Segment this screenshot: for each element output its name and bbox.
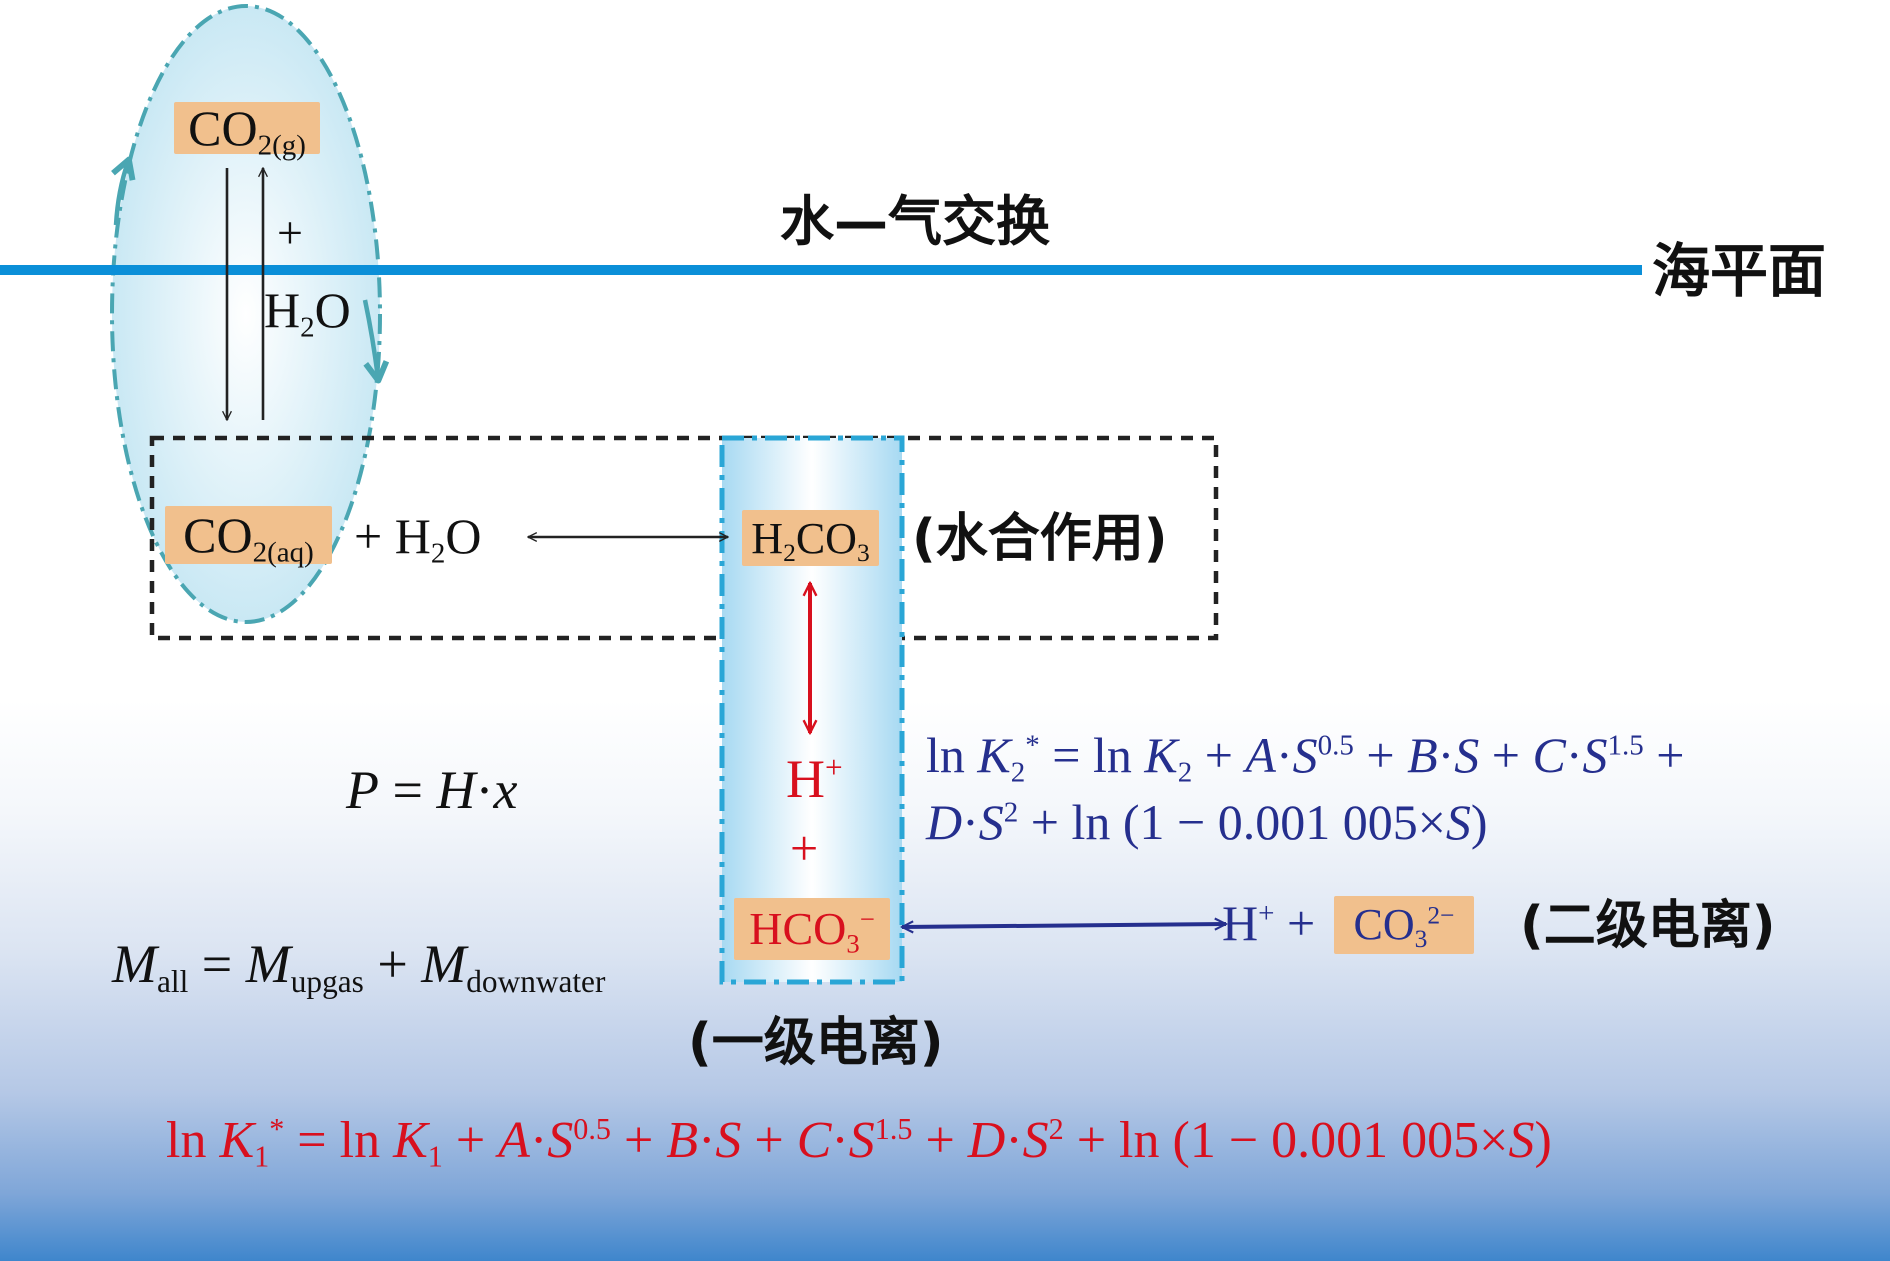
hydration-label: (水合作用) <box>912 509 1168 569</box>
double-arrow-icon <box>902 924 1226 927</box>
h2o-label-top: H2O <box>264 282 351 344</box>
sea-level-label-bg <box>1645 235 1850 305</box>
henry-law-equation: P = H·x <box>346 760 518 820</box>
co3-box: CO32− <box>1334 896 1474 954</box>
sea-level-label: 海平面 <box>1652 237 1827 305</box>
sea-gradient <box>0 700 1890 1261</box>
co2-aq-label: CO2(aq) <box>183 507 314 569</box>
cycle-arrow-icon <box>111 156 136 226</box>
co2-aq-box: CO2(aq) <box>165 506 332 569</box>
second-ionization-label: (二级电离) <box>1520 896 1776 956</box>
hco3-label: HCO3− <box>749 903 875 959</box>
h2co3-box: H2CO3 <box>742 510 879 566</box>
hco3-box: HCO3− <box>734 898 890 960</box>
co2-gas-box: CO2(g) <box>174 100 320 162</box>
plus-h2o-label: + H2O <box>354 508 482 570</box>
k1-equation: ln K1* = ln K1 + A·S0.5 + B·S + C·S1.5 +… <box>166 1111 1552 1174</box>
h-plus-co3-label: H+ + <box>1222 895 1316 951</box>
plus-sign-red: + <box>790 820 819 876</box>
h2co3-label: H2CO3 <box>751 513 870 567</box>
plus-sign: + <box>277 207 303 258</box>
co2-gas-label: CO2(g) <box>188 100 306 162</box>
k2-equation-line2: D·S2 + ln (1 − 0.001 005×S) <box>926 794 1488 850</box>
mass-balance-equation: Mall = Mupgas + Mdownwater <box>112 934 606 1000</box>
cycle-arrow-icon <box>362 299 390 384</box>
k2-equation-line1: ln K2* = ln K2 + A·S0.5 + B·S + C·S1.5 + <box>926 727 1685 789</box>
water-air-exchange-label: 水—气交换 <box>780 190 1050 253</box>
first-ionization-label: (一级电离) <box>688 1013 944 1073</box>
h-plus-label: H+ <box>786 749 843 809</box>
hydration-dashed-box <box>149 435 1219 641</box>
co3-label: CO32− <box>1353 900 1455 954</box>
exchange-ellipse <box>110 4 382 624</box>
